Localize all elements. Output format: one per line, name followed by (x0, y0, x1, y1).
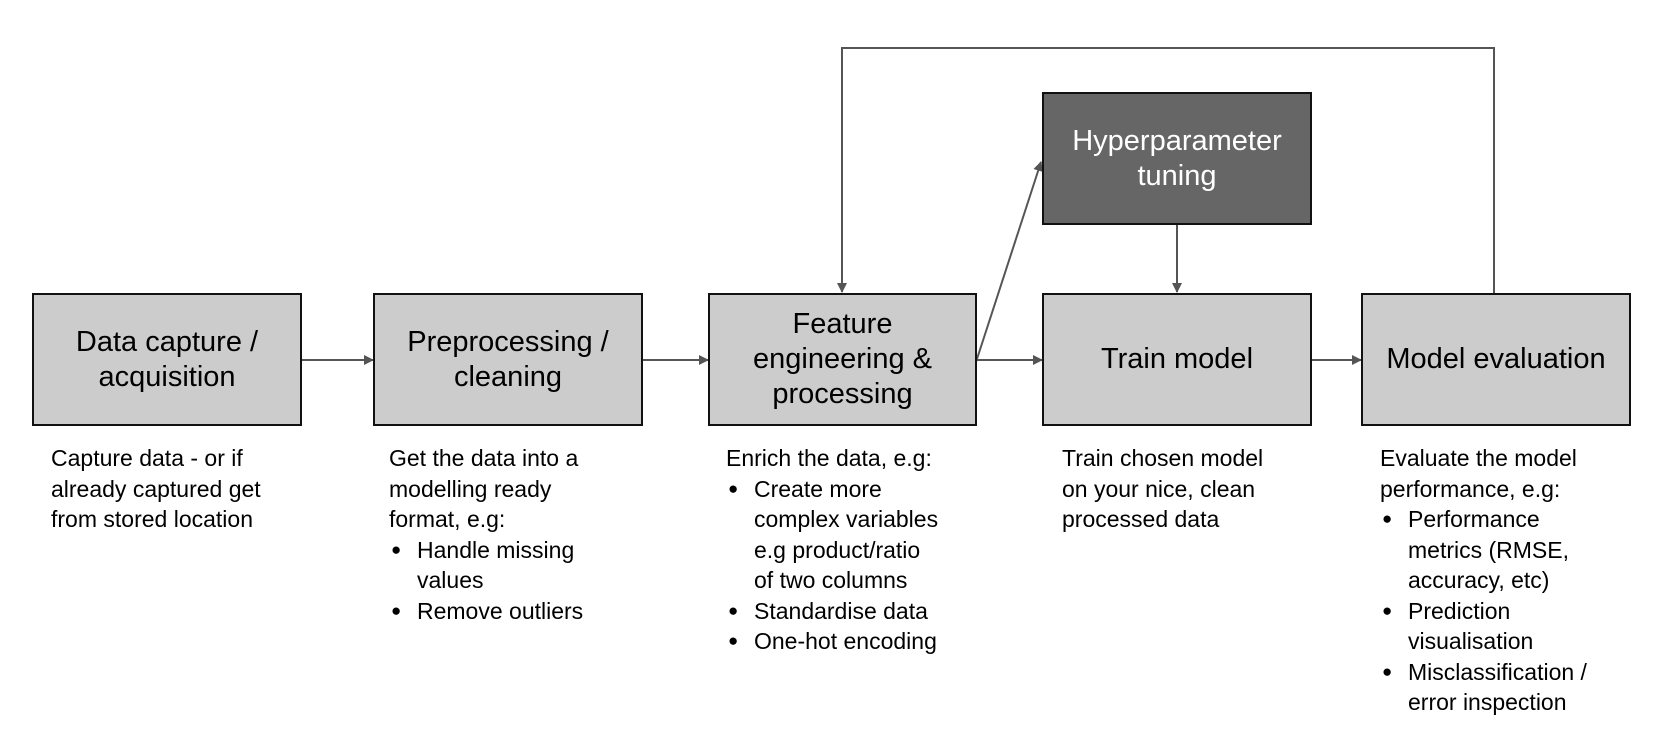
description-text: Get the data into a modelling ready form… (389, 445, 579, 532)
step-label: Feature engineering & processing (753, 308, 932, 410)
bullet-item: One-hot encoding (726, 626, 1006, 657)
bullet-list: Create more complex variables e.g produc… (726, 474, 1006, 657)
step-label: Model evaluation (1386, 343, 1606, 375)
bullet-item: Misclassification / error inspection (1380, 657, 1660, 718)
feedback-loop-evaluation-to-feature (837, 47, 1495, 293)
tuning-label: Hyperparameter tuning (1072, 124, 1282, 192)
bullet-item: Performance metrics (RMSE, accuracy, etc… (1380, 504, 1660, 596)
bullet-list: Handle missing values Remove outliers (389, 535, 659, 627)
description-data-capture: Capture data - or if already captured ge… (51, 443, 321, 535)
description-preprocessing: Get the data into a modelling ready form… (389, 443, 659, 626)
description-train-model: Train chosen model on your nice, clean p… (1062, 443, 1332, 535)
description-text: Enrich the data, e.g: (726, 445, 932, 471)
step-data-capture: Data capture / acquisition (32, 293, 302, 426)
step-label: Train model (1100, 343, 1254, 375)
description-text: Evaluate the model performance, e.g: (1380, 445, 1577, 502)
bullet-item: Prediction visualisation (1380, 596, 1660, 657)
step-train-model: Train model (1042, 293, 1312, 426)
step-feature-engineering: Feature engineering & processing (708, 293, 977, 426)
description-model-evaluation: Evaluate the model performance, e.g: Per… (1380, 443, 1660, 718)
bullet-list: Performance metrics (RMSE, accuracy, etc… (1380, 504, 1660, 718)
description-text: Capture data - or if already captured ge… (51, 445, 261, 532)
step-label: Preprocessing / cleaning (407, 325, 609, 393)
description-feature-engineering: Enrich the data, e.g: Create more comple… (726, 443, 1006, 657)
step-preprocessing: Preprocessing / cleaning (373, 293, 643, 426)
bullet-item: Standardise data (726, 596, 1006, 627)
bullet-item: Remove outliers (389, 596, 659, 627)
bullet-item: Handle missing values (389, 535, 659, 596)
bullet-item: Create more complex variables e.g produc… (726, 474, 1006, 596)
step-label: Data capture / acquisition (75, 325, 259, 393)
step-model-evaluation: Model evaluation (1361, 293, 1631, 426)
hyperparameter-tuning-box: Hyperparameter tuning (1042, 92, 1312, 225)
arrow-feature-to-tuning (975, 161, 1043, 363)
description-text: Train chosen model on your nice, clean p… (1062, 445, 1264, 532)
